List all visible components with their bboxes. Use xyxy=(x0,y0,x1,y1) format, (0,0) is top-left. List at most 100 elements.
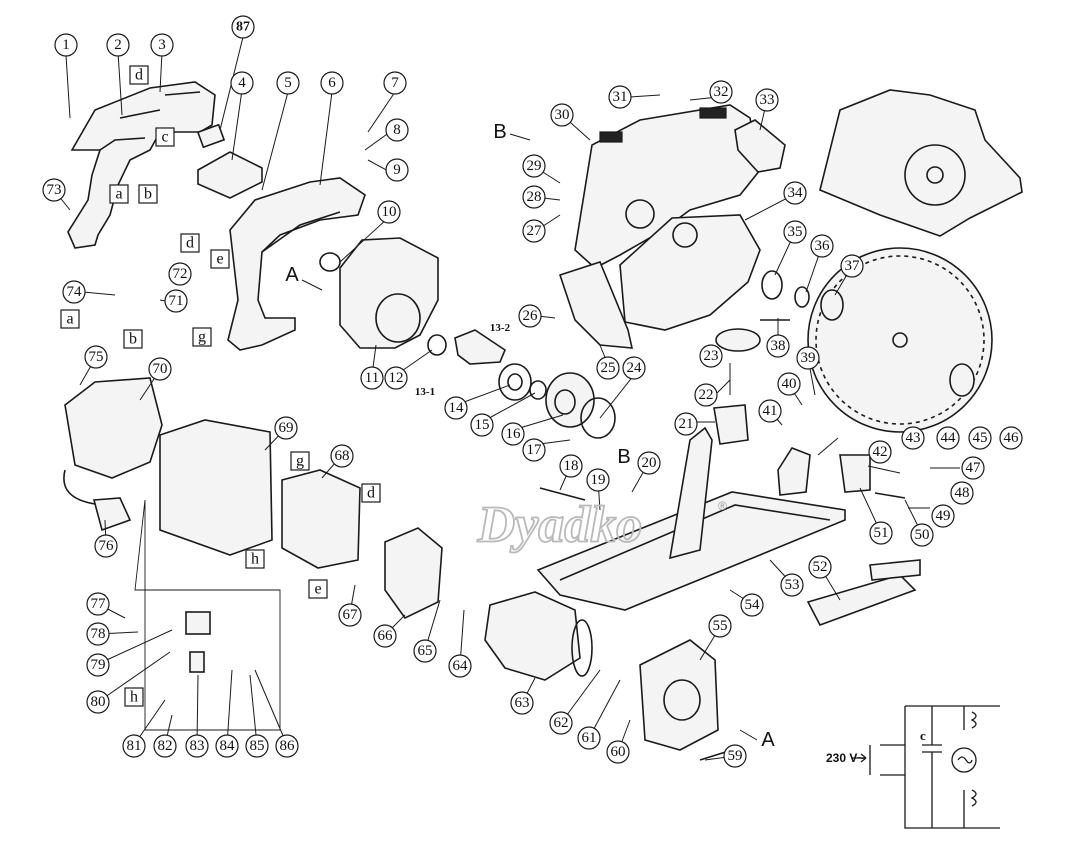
letter-ref-d: d xyxy=(129,65,149,85)
svg-text:22: 22 xyxy=(699,387,714,403)
svg-text:47: 47 xyxy=(966,460,982,476)
part-drawings xyxy=(63,81,1023,761)
callout-32: 32 xyxy=(709,80,733,104)
watermark-mark: ® xyxy=(718,499,727,513)
svg-text:45: 45 xyxy=(973,430,988,446)
callout-74: 74 xyxy=(62,280,86,304)
callout-71: 71 xyxy=(164,289,188,313)
svg-text:9: 9 xyxy=(393,162,401,178)
callout-37: 37 xyxy=(840,254,864,278)
callout-62: 62 xyxy=(549,711,573,735)
svg-text:52: 52 xyxy=(813,559,828,575)
callout-8: 8 xyxy=(385,118,409,142)
svg-text:76: 76 xyxy=(99,538,115,554)
handle-half xyxy=(67,81,216,249)
callout-55: 55 xyxy=(708,614,732,638)
svg-text:23: 23 xyxy=(704,348,719,364)
svg-text:d: d xyxy=(135,67,143,84)
callout-61: 61 xyxy=(577,726,601,750)
callout-60: 60 xyxy=(606,740,630,764)
svg-text:c: c xyxy=(161,129,168,146)
gear-housing xyxy=(339,237,439,349)
svg-text:59: 59 xyxy=(728,748,743,764)
part-label-13-2: 13-2 xyxy=(490,322,511,334)
callout-65: 65 xyxy=(413,639,437,663)
svg-text:a: a xyxy=(115,186,122,203)
letter-ref-c: c xyxy=(155,127,175,147)
svg-text:33: 33 xyxy=(760,92,775,108)
svg-text:87: 87 xyxy=(236,20,250,35)
callout-9: 9 xyxy=(385,158,409,182)
callout-22: 22 xyxy=(694,383,718,407)
callout-41: 41 xyxy=(758,399,782,423)
callout-4: 4 xyxy=(230,71,254,95)
svg-text:61: 61 xyxy=(582,730,597,746)
part-label-13-1: 13-1 xyxy=(415,386,435,398)
callout-78: 78 xyxy=(86,622,110,646)
callout-14: 14 xyxy=(444,396,468,420)
section-label-a: A xyxy=(285,264,299,286)
callout-46: 46 xyxy=(999,426,1023,450)
callout-40: 40 xyxy=(777,372,801,396)
callout-66: 66 xyxy=(373,624,397,648)
svg-text:1: 1 xyxy=(62,37,70,53)
callout-11: 11 xyxy=(360,366,384,390)
callout-3: 3 xyxy=(150,33,174,57)
svg-text:19: 19 xyxy=(591,472,606,488)
letter-ref-b: b xyxy=(123,329,143,349)
callout-83: 83 xyxy=(185,734,209,758)
saw-blade xyxy=(807,247,993,433)
callout-67: 67 xyxy=(338,603,362,627)
svg-text:78: 78 xyxy=(91,626,106,642)
svg-text:30: 30 xyxy=(555,107,570,123)
svg-text:80: 80 xyxy=(91,694,106,710)
svg-text:6: 6 xyxy=(328,75,336,91)
svg-text:77: 77 xyxy=(91,596,107,612)
letter-ref-d: d xyxy=(361,483,381,503)
callout-80: 80 xyxy=(86,690,110,714)
svg-text:54: 54 xyxy=(745,597,761,613)
callout-5: 5 xyxy=(276,71,300,95)
svg-text:64: 64 xyxy=(453,658,469,674)
svg-text:60: 60 xyxy=(611,744,626,760)
end-bracket xyxy=(639,639,719,751)
callout-31: 31 xyxy=(608,85,632,109)
callout-12: 12 xyxy=(384,366,408,390)
svg-text:28: 28 xyxy=(527,189,542,205)
blade-guard xyxy=(619,214,761,331)
callout-35: 35 xyxy=(783,220,807,244)
wiring-schematic: 230 V~ c xyxy=(826,705,1000,829)
svg-text:h: h xyxy=(251,551,259,568)
svg-text:3: 3 xyxy=(158,37,166,53)
leader-lines xyxy=(53,36,960,761)
callout-72: 72 xyxy=(168,262,192,286)
svg-text:5: 5 xyxy=(284,75,292,91)
callout-75: 75 xyxy=(84,345,108,369)
svg-text:15: 15 xyxy=(475,417,490,433)
callout-19: 19 xyxy=(586,468,610,492)
svg-text:b: b xyxy=(129,331,137,348)
svg-text:36: 36 xyxy=(815,238,831,254)
callout-17: 17 xyxy=(522,438,546,462)
handle-cover xyxy=(227,177,366,351)
schematic-voltage: 230 V~ xyxy=(826,751,864,765)
letter-ref-h: h xyxy=(124,687,144,707)
svg-text:11: 11 xyxy=(365,370,379,386)
callout-2: 2 xyxy=(106,33,130,57)
callout-68: 68 xyxy=(330,444,354,468)
callout-18: 18 xyxy=(559,454,583,478)
motor-housing xyxy=(64,377,163,479)
callout-20: 20 xyxy=(637,451,661,475)
svg-text:44: 44 xyxy=(941,430,957,446)
callout-10: 10 xyxy=(377,200,401,224)
callout-45: 45 xyxy=(968,426,992,450)
callout-29: 29 xyxy=(522,154,546,178)
armature xyxy=(484,591,581,681)
callout-1: 1 xyxy=(54,33,78,57)
svg-text:31: 31 xyxy=(613,89,628,105)
svg-text:63: 63 xyxy=(515,695,530,711)
svg-text:2: 2 xyxy=(114,37,122,53)
svg-text:18: 18 xyxy=(564,458,579,474)
letter-ref-g: g xyxy=(192,327,212,347)
